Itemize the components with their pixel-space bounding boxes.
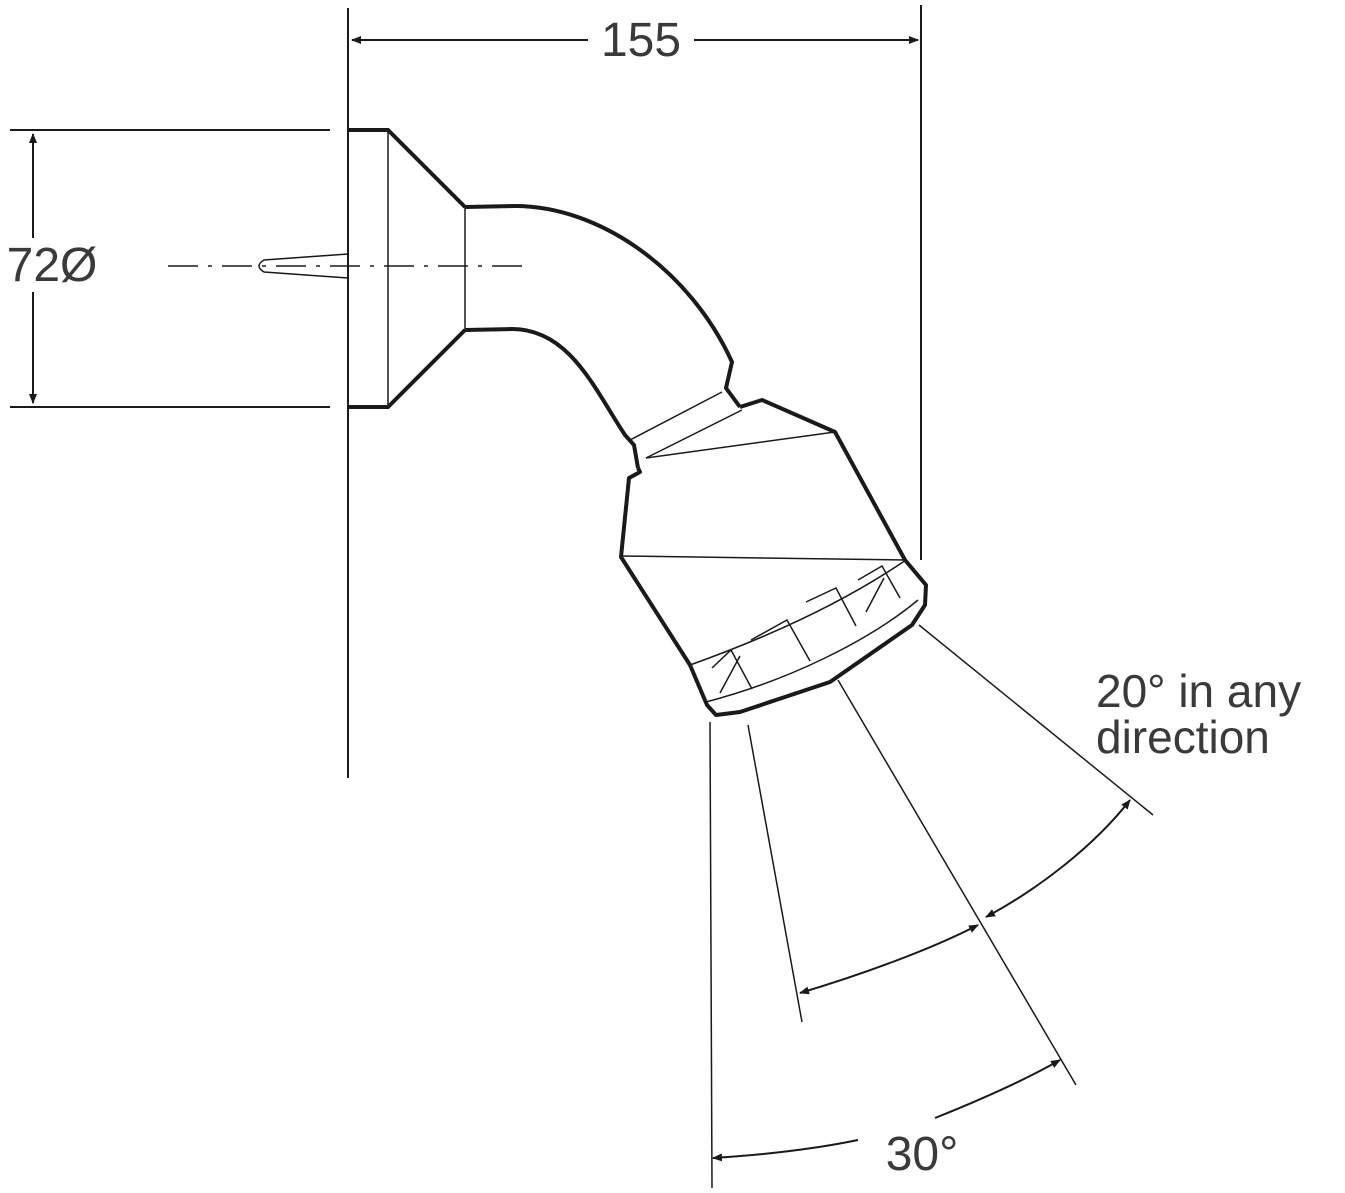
- shower-arm: [464, 203, 742, 469]
- diameter-dimension: 72Ø: [7, 129, 330, 408]
- tilt-note-line1: 20° in any: [1096, 665, 1301, 717]
- spray-arc: [712, 1059, 1061, 1162]
- wall-flange: [348, 128, 467, 409]
- tilt-arcs: [799, 799, 1131, 995]
- grip-notches: [711, 564, 901, 694]
- pipe-stub: [258, 253, 349, 279]
- swivel-collar: [629, 391, 743, 459]
- width-dimension-label: 155: [601, 14, 681, 67]
- width-dimension: 155: [351, 14, 919, 67]
- spray-angle-lines: [709, 624, 1154, 1189]
- shower-head-body: [619, 398, 928, 717]
- spray-angle-label: 30°: [886, 1128, 959, 1181]
- diameter-dimension-label: 72Ø: [7, 239, 98, 292]
- tilt-note-line2: direction: [1096, 711, 1270, 763]
